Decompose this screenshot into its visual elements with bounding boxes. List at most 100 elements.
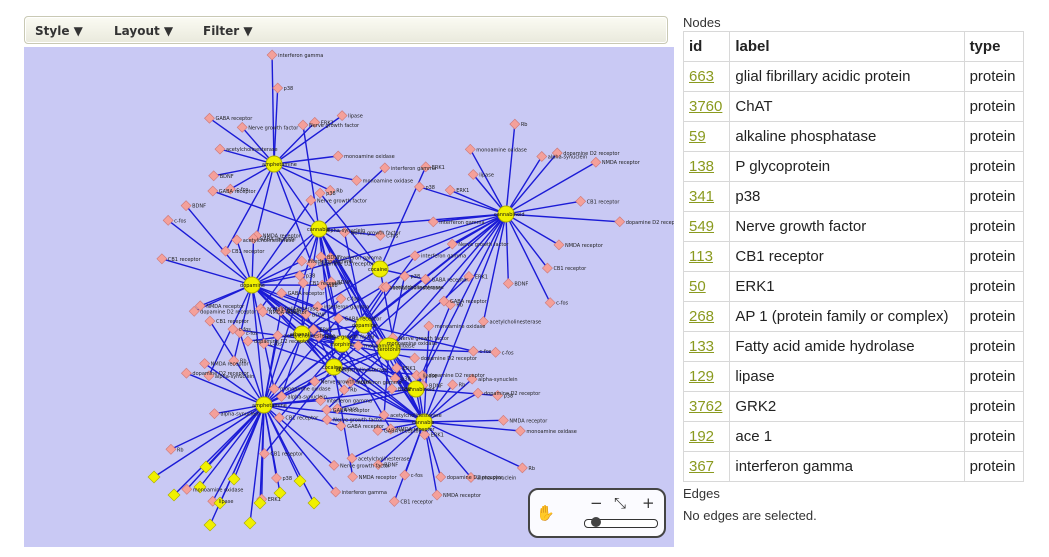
graph-edge[interactable] xyxy=(505,161,597,215)
protein-node[interactable] xyxy=(272,330,284,341)
graph-edge[interactable] xyxy=(320,256,343,345)
graph-navigation-control[interactable]: ✋ − ⤡ + xyxy=(528,488,666,538)
graph-edge[interactable] xyxy=(271,54,275,165)
graph-edge[interactable] xyxy=(161,258,253,286)
compound-node[interactable] xyxy=(227,472,241,486)
protein-node[interactable] xyxy=(208,170,220,182)
protein-node[interactable] xyxy=(207,185,219,197)
protein-node[interactable] xyxy=(446,238,458,250)
graph-edge[interactable] xyxy=(379,213,507,270)
compound-node[interactable] xyxy=(293,474,307,488)
protein-node[interactable] xyxy=(227,323,239,335)
graph-edge[interactable] xyxy=(505,124,516,215)
protein-node[interactable] xyxy=(575,195,587,207)
style-menu[interactable]: Style ▼ xyxy=(35,24,83,38)
graph-edge[interactable] xyxy=(449,189,507,215)
node-id-link[interactable]: 50 xyxy=(689,278,706,295)
graph-edge[interactable] xyxy=(318,335,390,350)
graph-edge[interactable] xyxy=(363,324,474,352)
protein-node[interactable] xyxy=(296,255,308,267)
protein-node[interactable] xyxy=(344,376,356,388)
graph-edge[interactable] xyxy=(363,255,416,326)
graph-edge[interactable] xyxy=(505,213,551,304)
protein-node[interactable] xyxy=(447,379,459,391)
graph-edge[interactable] xyxy=(185,205,253,286)
compound-node[interactable] xyxy=(273,486,287,500)
zoom-slider-knob[interactable] xyxy=(591,517,601,527)
graph-edge[interactable] xyxy=(273,121,316,165)
compound-node[interactable] xyxy=(199,460,213,474)
protein-node[interactable] xyxy=(333,312,344,324)
protein-node[interactable] xyxy=(266,49,278,61)
graph-edge[interactable] xyxy=(281,292,365,326)
protein-node[interactable] xyxy=(315,251,327,263)
protein-node[interactable] xyxy=(339,227,350,238)
compound-node[interactable] xyxy=(167,488,181,502)
graph-edge[interactable] xyxy=(232,328,343,345)
protein-node[interactable] xyxy=(544,297,556,309)
protein-node[interactable] xyxy=(306,258,318,270)
compound-node[interactable] xyxy=(243,516,257,530)
graph-edge[interactable] xyxy=(423,421,523,469)
protein-node[interactable] xyxy=(332,150,344,162)
protein-node[interactable] xyxy=(509,118,521,130)
protein-node[interactable] xyxy=(435,471,447,483)
node-id-link[interactable]: 113 xyxy=(689,248,713,265)
graph-edge[interactable] xyxy=(260,228,320,310)
graph-edge[interactable] xyxy=(199,404,265,488)
column-header-label[interactable]: label xyxy=(729,31,965,62)
protein-node[interactable] xyxy=(372,425,384,436)
graph-edge[interactable] xyxy=(482,213,507,322)
protein-node[interactable] xyxy=(379,162,391,174)
protein-node[interactable] xyxy=(463,271,475,282)
protein-node[interactable] xyxy=(399,270,411,282)
graph-edge[interactable] xyxy=(209,320,265,406)
protein-node[interactable] xyxy=(231,234,243,246)
protein-node[interactable] xyxy=(220,245,232,257)
protein-node[interactable] xyxy=(419,429,431,441)
graph-edge[interactable] xyxy=(423,213,507,423)
protein-node[interactable] xyxy=(427,216,439,228)
graph-edge[interactable] xyxy=(239,332,265,406)
protein-node[interactable] xyxy=(276,287,287,299)
graph-edge[interactable] xyxy=(273,163,321,231)
protein-node[interactable] xyxy=(492,390,504,401)
protein-node[interactable] xyxy=(188,305,200,317)
graph-edge[interactable] xyxy=(318,228,365,326)
protein-node[interactable] xyxy=(467,169,479,180)
graph-edge[interactable] xyxy=(505,213,560,246)
protein-node[interactable] xyxy=(321,414,333,426)
protein-node[interactable] xyxy=(308,324,319,335)
graph-edge[interactable] xyxy=(205,404,265,468)
protein-node[interactable] xyxy=(162,214,174,226)
protein-node[interactable] xyxy=(614,216,626,228)
graph-edge[interactable] xyxy=(251,260,303,286)
node-id-link[interactable]: 341 xyxy=(689,188,715,205)
graph-edge[interactable] xyxy=(351,421,425,459)
protein-node[interactable] xyxy=(388,495,400,507)
hub-node-hub-i[interactable] xyxy=(255,396,273,414)
protein-node[interactable] xyxy=(156,253,168,265)
protein-node[interactable] xyxy=(314,187,326,199)
protein-node[interactable] xyxy=(347,471,359,483)
graph-edge[interactable] xyxy=(357,345,417,390)
graph-edge[interactable] xyxy=(505,213,510,284)
hub-node-hub-k[interactable] xyxy=(415,413,433,431)
protein-node[interactable] xyxy=(328,459,340,471)
protein-node[interactable] xyxy=(414,181,425,193)
protein-node[interactable] xyxy=(386,383,398,395)
graph-edge[interactable] xyxy=(318,167,386,230)
protein-node[interactable] xyxy=(468,345,479,357)
graph-edge[interactable] xyxy=(219,148,275,165)
graph-edge[interactable] xyxy=(225,163,275,252)
graph-edge[interactable] xyxy=(273,87,279,165)
graph-edge[interactable] xyxy=(451,213,507,245)
layout-menu[interactable]: Layout ▼ xyxy=(114,24,174,38)
graph-edge[interactable] xyxy=(167,219,253,286)
node-id-link[interactable]: 59 xyxy=(689,128,706,145)
protein-node[interactable] xyxy=(294,270,306,281)
zoom-out-button[interactable]: − xyxy=(590,494,603,512)
hub-node-hub-d[interactable] xyxy=(371,260,389,278)
protein-node[interactable] xyxy=(203,370,215,382)
node-id-link[interactable]: 129 xyxy=(689,368,715,385)
